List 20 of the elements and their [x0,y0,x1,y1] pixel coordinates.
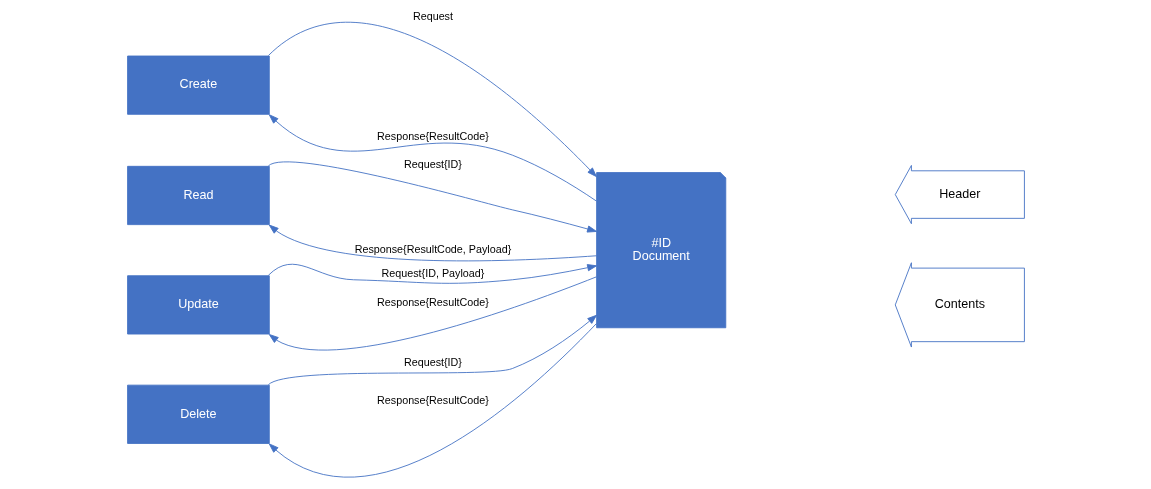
edge-label: Request{ID} [403,158,462,171]
arrow [268,114,597,202]
arrow [267,263,597,284]
edge-label: Request{ID, Payload} [381,266,484,279]
edge-label: Request [412,10,453,23]
node-box: Create [126,55,270,115]
arrow [268,224,597,262]
arrow [268,323,597,478]
edge-label: Response{ResultCode} [376,394,489,407]
edge-label: Response{ResultCode} [376,130,489,143]
edge-label: Response{ResultCode} [376,296,489,309]
arrow [267,21,597,178]
arrow [268,276,597,351]
arrow [267,314,597,386]
node-box: Update [126,275,270,335]
edge-label: Request{ID} [403,355,462,368]
arrow [267,161,597,233]
node-box: Delete [126,384,270,444]
edge-label: Response{ResultCode, Payload} [354,243,511,256]
node-box: Read [126,165,270,226]
